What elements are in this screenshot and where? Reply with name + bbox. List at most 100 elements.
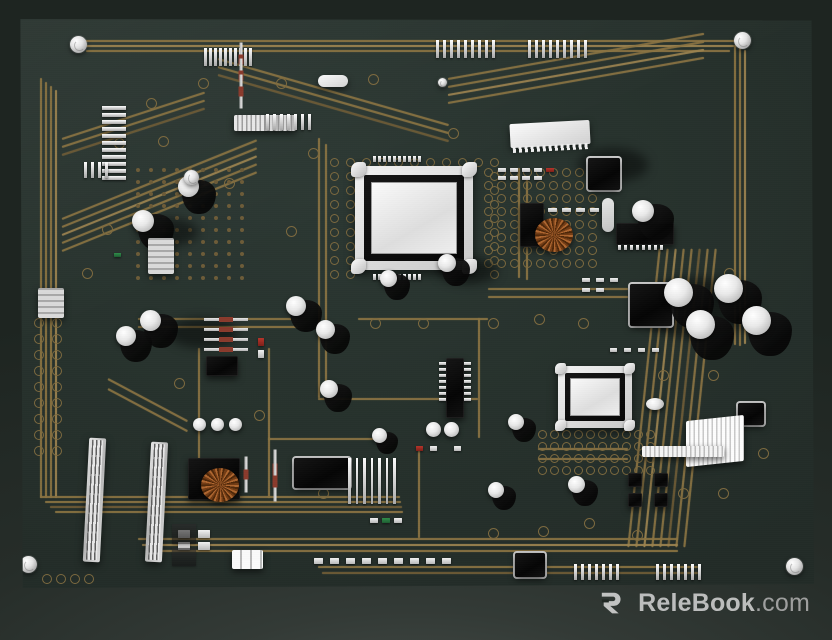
via-pad <box>84 574 94 584</box>
via <box>240 228 244 232</box>
via-pad <box>34 446 44 456</box>
capacitor <box>316 320 335 339</box>
cpu-socket-primary[interactable] <box>351 162 477 274</box>
pin-header-ic-row[interactable] <box>266 114 311 130</box>
ic-right-small <box>738 403 764 425</box>
ic-quad-flat <box>628 473 642 487</box>
via-pad <box>575 246 584 255</box>
via-pad <box>632 530 643 541</box>
via-pad <box>346 200 355 209</box>
via-pad <box>622 454 631 463</box>
via-pad <box>575 259 584 268</box>
via-pad <box>523 181 532 190</box>
via <box>227 192 231 196</box>
pin-header-left-cluster[interactable] <box>84 162 108 178</box>
pin-header-mid-dip[interactable] <box>348 458 396 504</box>
front-panel-header[interactable] <box>642 446 724 457</box>
via <box>201 216 205 220</box>
jumper-block-left[interactable] <box>148 238 174 274</box>
via-pad <box>523 259 532 268</box>
via-pad <box>318 488 329 499</box>
via <box>214 216 218 220</box>
via-pad <box>484 220 493 229</box>
via <box>136 180 140 184</box>
via-pad <box>330 214 339 223</box>
pin-header-top-b[interactable] <box>436 40 495 58</box>
via-pad <box>52 366 62 376</box>
via-pad <box>490 200 499 209</box>
via <box>175 216 179 220</box>
cpu-die-secondary <box>570 378 620 416</box>
via-pad <box>52 430 62 440</box>
resistor <box>204 327 248 332</box>
resistor <box>204 337 248 342</box>
via <box>136 192 140 196</box>
via <box>227 252 231 256</box>
via-pad <box>52 334 62 344</box>
via-pad <box>34 318 44 328</box>
fan-connector[interactable] <box>232 550 263 569</box>
via-pad <box>550 430 559 439</box>
via-pad <box>52 414 62 424</box>
ic-quad-flat-4 <box>654 493 668 507</box>
cluster-connector-right[interactable] <box>602 198 614 232</box>
via-pad <box>536 194 545 203</box>
via-pad <box>330 256 339 265</box>
via-pad <box>574 466 583 475</box>
via-pad <box>646 430 655 439</box>
via-pad <box>490 214 499 223</box>
via-pad <box>678 488 689 499</box>
capacitor <box>140 310 161 331</box>
via <box>188 276 192 280</box>
via-pad <box>584 518 595 529</box>
capacitor <box>380 270 397 287</box>
ic-bottom-small <box>515 553 545 577</box>
pin-header-bottom-a[interactable] <box>574 564 619 580</box>
via-pad <box>588 220 597 229</box>
via <box>201 168 205 172</box>
via-pad <box>510 207 519 216</box>
hole-bottom-right <box>786 558 803 575</box>
ic-quad-flat-3 <box>628 493 642 507</box>
via-pad <box>497 194 506 203</box>
pin-header-top-c[interactable] <box>528 40 587 58</box>
via <box>214 228 218 232</box>
via-pad <box>484 246 493 255</box>
via <box>201 264 205 268</box>
via-pad <box>308 148 319 159</box>
via-pad <box>718 488 729 499</box>
jumper-block-top[interactable] <box>318 75 348 87</box>
via-pad <box>562 194 571 203</box>
via-pad <box>346 242 355 251</box>
via-pad <box>146 98 157 109</box>
hole-left-upper <box>184 170 199 185</box>
via-pad <box>634 430 643 439</box>
via-pad <box>497 259 506 268</box>
pin-header-bottom-b[interactable] <box>656 564 701 580</box>
capacitor <box>488 482 504 498</box>
via <box>227 276 231 280</box>
via <box>188 228 192 232</box>
pin-header-left-vertical[interactable] <box>102 106 126 180</box>
via-pad <box>158 136 169 147</box>
ic-left-soic <box>206 356 238 376</box>
via <box>136 240 140 244</box>
capacitor <box>193 418 206 431</box>
via-pad <box>646 466 655 475</box>
via-pad <box>418 318 429 329</box>
via-pad <box>52 446 62 456</box>
cpu-socket-secondary[interactable] <box>555 363 635 431</box>
jumper-block-left-2[interactable] <box>38 288 64 318</box>
via-pad <box>538 466 547 475</box>
ic-southbridge <box>588 158 620 190</box>
via-pad <box>488 318 499 329</box>
via-pad <box>330 172 339 181</box>
via-pad <box>484 233 493 242</box>
via-pad <box>562 430 571 439</box>
via-pad <box>562 259 571 268</box>
via-pad <box>52 350 62 360</box>
hole-mid-top <box>438 78 447 87</box>
via <box>214 276 218 280</box>
via-pad <box>549 194 558 203</box>
